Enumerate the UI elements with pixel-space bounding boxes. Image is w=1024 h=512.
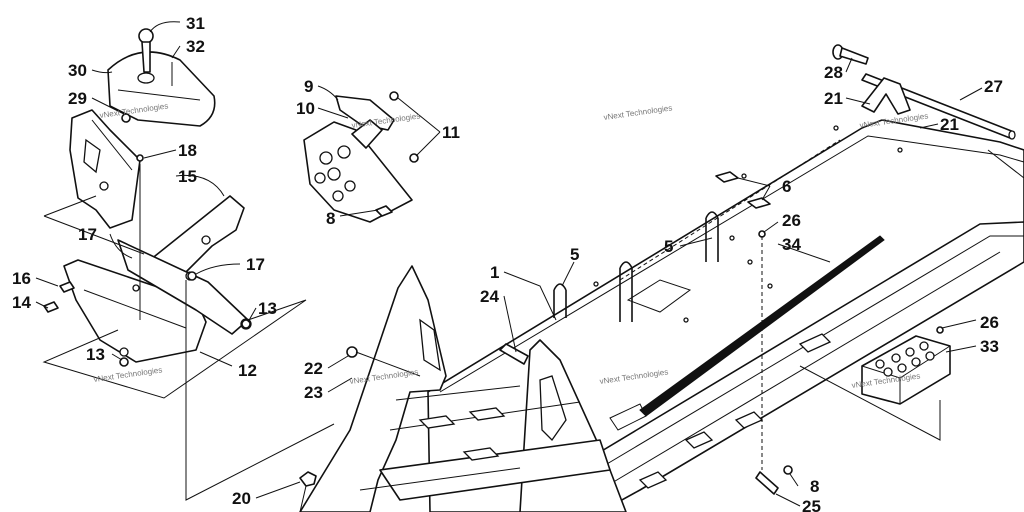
callout-14: 14 — [12, 293, 31, 312]
callout-34: 34 — [782, 235, 801, 254]
callout-25: 25 — [802, 497, 821, 512]
exploded-outline — [42, 195, 307, 399]
callout-17: 17 — [78, 225, 97, 244]
left-upright-bracket — [69, 109, 141, 229]
pad-6b — [747, 197, 771, 209]
bolt-11a — [389, 91, 399, 101]
part-12-base — [63, 239, 252, 363]
part-9-bracket — [335, 95, 395, 149]
rear-bracket — [861, 77, 911, 115]
bolt-20 — [299, 471, 317, 512]
callout-1: 1 — [490, 263, 499, 282]
bolt-28 — [832, 44, 869, 65]
rail-cutouts — [638, 333, 832, 489]
nut-8 — [375, 205, 393, 217]
bolt-22 — [346, 346, 421, 377]
callout-5: 5 — [664, 237, 673, 256]
callout-23: 23 — [304, 383, 323, 402]
nut-8b — [783, 465, 793, 475]
part-25 — [755, 471, 779, 495]
callout-5b: 5 — [570, 245, 579, 264]
watermark-3: vNext Technologies — [603, 103, 673, 122]
callout-30: 30 — [68, 61, 87, 80]
callout-33: 33 — [980, 337, 999, 356]
callout-15: 15 — [178, 167, 197, 186]
callout-11: 11 — [442, 123, 460, 142]
callout-26b: 26 — [980, 313, 999, 332]
callout-27: 27 — [984, 77, 1003, 96]
callout-13: 13 — [258, 299, 277, 318]
part-33-box — [861, 335, 951, 405]
bolt-24 — [499, 343, 529, 365]
callout-8: 8 — [326, 209, 335, 228]
callout-32: 32 — [186, 37, 205, 56]
callout-17b: 17 — [246, 255, 265, 274]
callout-6: 6 — [782, 177, 791, 196]
bolt-26b — [936, 326, 944, 334]
pad-6a — [715, 171, 739, 183]
callout-16: 16 — [12, 269, 31, 288]
callout-22: 22 — [304, 359, 323, 378]
callout-26: 26 — [782, 211, 801, 230]
leader-lines — [35, 21, 983, 507]
tunnel-holes — [593, 125, 903, 323]
bolt-14 — [43, 301, 59, 313]
callout-8b: 8 — [810, 477, 819, 496]
callout-18: 18 — [178, 141, 197, 160]
watermark-5: vNext Technologies — [93, 365, 163, 384]
callout-9: 9 — [304, 77, 313, 96]
callout-29: 29 — [68, 89, 87, 108]
callout-21b: 21 — [940, 115, 959, 134]
nut-29 — [121, 113, 131, 123]
part-30-cover — [107, 28, 216, 127]
bolt-18 — [136, 154, 144, 162]
callout-21: 21 — [824, 89, 843, 108]
callout-31: 31 — [186, 14, 205, 33]
callout-12: 12 — [238, 361, 257, 380]
callout-10: 10 — [296, 99, 315, 118]
callout-numbers: 31 32 30 29 9 10 11 8 18 15 17 17 16 14 … — [12, 14, 1003, 512]
front-frame — [299, 265, 627, 512]
bolt-16 — [59, 281, 75, 293]
callout-13b: 13 — [86, 345, 105, 364]
callout-20: 20 — [232, 489, 251, 508]
callout-28: 28 — [824, 63, 843, 82]
nut-17 — [187, 271, 197, 281]
callout-24: 24 — [480, 287, 499, 306]
u-bolts — [553, 211, 719, 322]
